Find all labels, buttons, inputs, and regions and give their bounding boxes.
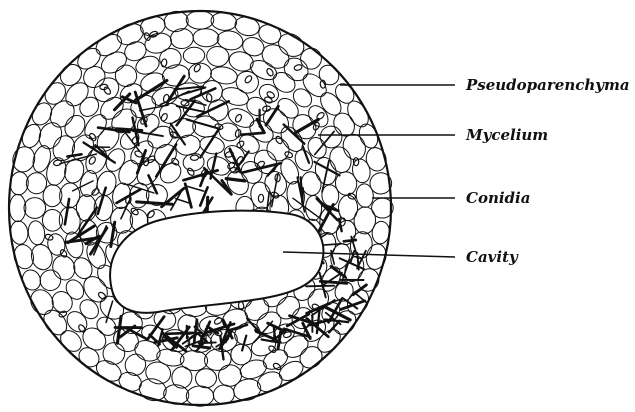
wall-cell [256, 81, 282, 106]
conidium [59, 249, 68, 259]
conidium [88, 156, 97, 166]
wall-cell [195, 368, 217, 388]
hypha-stroke [187, 186, 204, 191]
hypha-stroke [117, 316, 121, 343]
conidium [236, 156, 245, 166]
conidium [88, 132, 97, 142]
conidium [134, 150, 144, 158]
wall-cell [216, 120, 241, 144]
hypha-stroke [312, 300, 335, 316]
hypha-stroke [241, 133, 264, 135]
label-pseudoparenchyma: Pseudoparenchyma [340, 76, 630, 94]
wall-cell [186, 11, 214, 29]
hypha-stroke [65, 199, 69, 224]
label-text-mycelium: Mycelium [465, 126, 548, 144]
hypha-stroke [226, 179, 245, 181]
conidium [160, 113, 168, 123]
wall-cell [58, 206, 81, 235]
cavity [110, 211, 323, 313]
wall-cell [9, 194, 25, 221]
wall-cell [169, 28, 194, 50]
wall-cell [263, 134, 294, 165]
conidium [266, 67, 275, 77]
hypha-stroke [302, 188, 303, 202]
wall-cell [98, 48, 131, 78]
wall-cell [233, 68, 262, 96]
conidium [275, 135, 284, 145]
hypha-stroke [320, 281, 347, 283]
wall-cell [61, 78, 92, 110]
wall-cell [99, 339, 129, 369]
wall-cell [46, 232, 67, 257]
wall-cell [355, 183, 374, 208]
conidium [103, 86, 112, 96]
conidium [244, 75, 253, 84]
label-text-conidia: Conidia [466, 189, 530, 207]
hypha-stroke [116, 129, 141, 131]
conidium [353, 158, 359, 166]
conidium [181, 100, 190, 106]
wall-cell [247, 57, 279, 84]
wall-cell [102, 146, 128, 175]
wall-cell [56, 60, 86, 90]
wall-cell [183, 47, 205, 64]
wall-cell [186, 386, 213, 406]
wall-cell [45, 96, 79, 131]
wall-cell [133, 53, 161, 77]
wall-cell [78, 323, 110, 354]
hypha-stroke [187, 120, 218, 129]
hypha-stroke [284, 125, 305, 144]
hypha-stroke [306, 286, 334, 287]
conidium [213, 317, 223, 326]
conidium [316, 111, 326, 120]
hypha-stroke [111, 222, 115, 246]
wall-cell [246, 116, 278, 147]
hypha-stroke [199, 342, 216, 343]
hypha-stroke [296, 120, 319, 133]
conidium [234, 113, 242, 123]
hypha-stroke [242, 336, 246, 351]
wall-cell [217, 363, 244, 388]
wall-cell [109, 324, 142, 355]
label-text-pseudoparenchyma: Pseudoparenchyma [465, 76, 630, 94]
wall-cell [193, 28, 219, 47]
conidium [161, 58, 168, 67]
wall-cell [316, 89, 345, 119]
conidium [293, 64, 302, 71]
hypha-stroke [326, 307, 350, 320]
label-text-cavity: Cavity [466, 248, 519, 266]
conidium [91, 187, 101, 196]
label-conidia: Conidia [372, 189, 530, 207]
wall-cell [216, 29, 245, 52]
wall-cell [24, 198, 46, 219]
wall-cell [156, 159, 184, 187]
wall-cell [76, 296, 102, 322]
wall-cell [70, 255, 95, 282]
wall-cell [143, 359, 173, 386]
hypha-stroke [67, 154, 81, 156]
hypha-stroke [167, 333, 194, 334]
wall-cell [228, 342, 254, 368]
conidium [258, 194, 264, 202]
wall-cell [332, 80, 358, 107]
conidium [190, 155, 198, 161]
wall-cell [79, 272, 112, 307]
wall-cell [238, 357, 269, 382]
wall-cell [28, 242, 55, 272]
hypha-stroke [341, 301, 365, 310]
wall-cell [76, 195, 96, 221]
conidium [186, 167, 195, 176]
wall-cell [280, 54, 313, 86]
label-mycelium: Mycelium [318, 126, 548, 144]
hypha-stroke [344, 240, 356, 241]
wall-cell [63, 277, 88, 303]
conidium [270, 191, 279, 199]
hypha-stroke [194, 320, 197, 342]
